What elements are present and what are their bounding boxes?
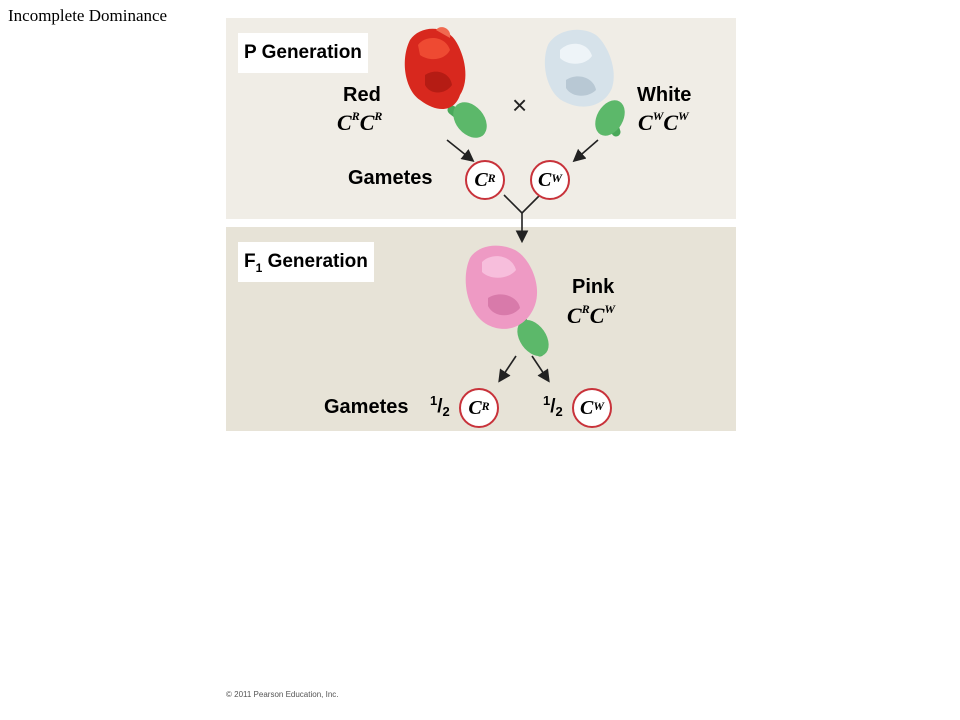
p-generation-label: P Generation <box>238 33 368 73</box>
white-flower-icon <box>544 29 625 137</box>
fraction-half-r: 1/2 <box>430 393 450 419</box>
red-flower-icon <box>404 27 487 138</box>
p-gametes-label: Gametes <box>348 167 433 189</box>
copyright-text: © 2011 Pearson Education, Inc. <box>226 690 339 699</box>
pink-flower-icon <box>465 245 549 357</box>
white-genotype: CWCW <box>638 108 689 135</box>
pink-label: Pink <box>572 276 615 298</box>
page-title: Incomplete Dominance <box>8 6 168 25</box>
pink-genotype: CRCW <box>567 301 616 328</box>
f1-generation-label: F1 Generation <box>238 242 374 282</box>
arrow-pink-to-gamete-w <box>531 355 550 383</box>
fertilization-connector <box>503 194 541 244</box>
red-label: Red <box>343 84 381 106</box>
f1-gametes-label: Gametes <box>324 396 409 418</box>
white-label: White <box>637 84 692 106</box>
fraction-half-w: 1/2 <box>543 393 563 419</box>
cross-symbol: × <box>512 90 528 120</box>
arrow-red-to-gamete <box>446 139 475 162</box>
arrow-white-to-gamete <box>572 139 599 163</box>
arrow-pink-to-gamete-r <box>498 355 517 383</box>
red-genotype: CRCR <box>337 108 383 135</box>
